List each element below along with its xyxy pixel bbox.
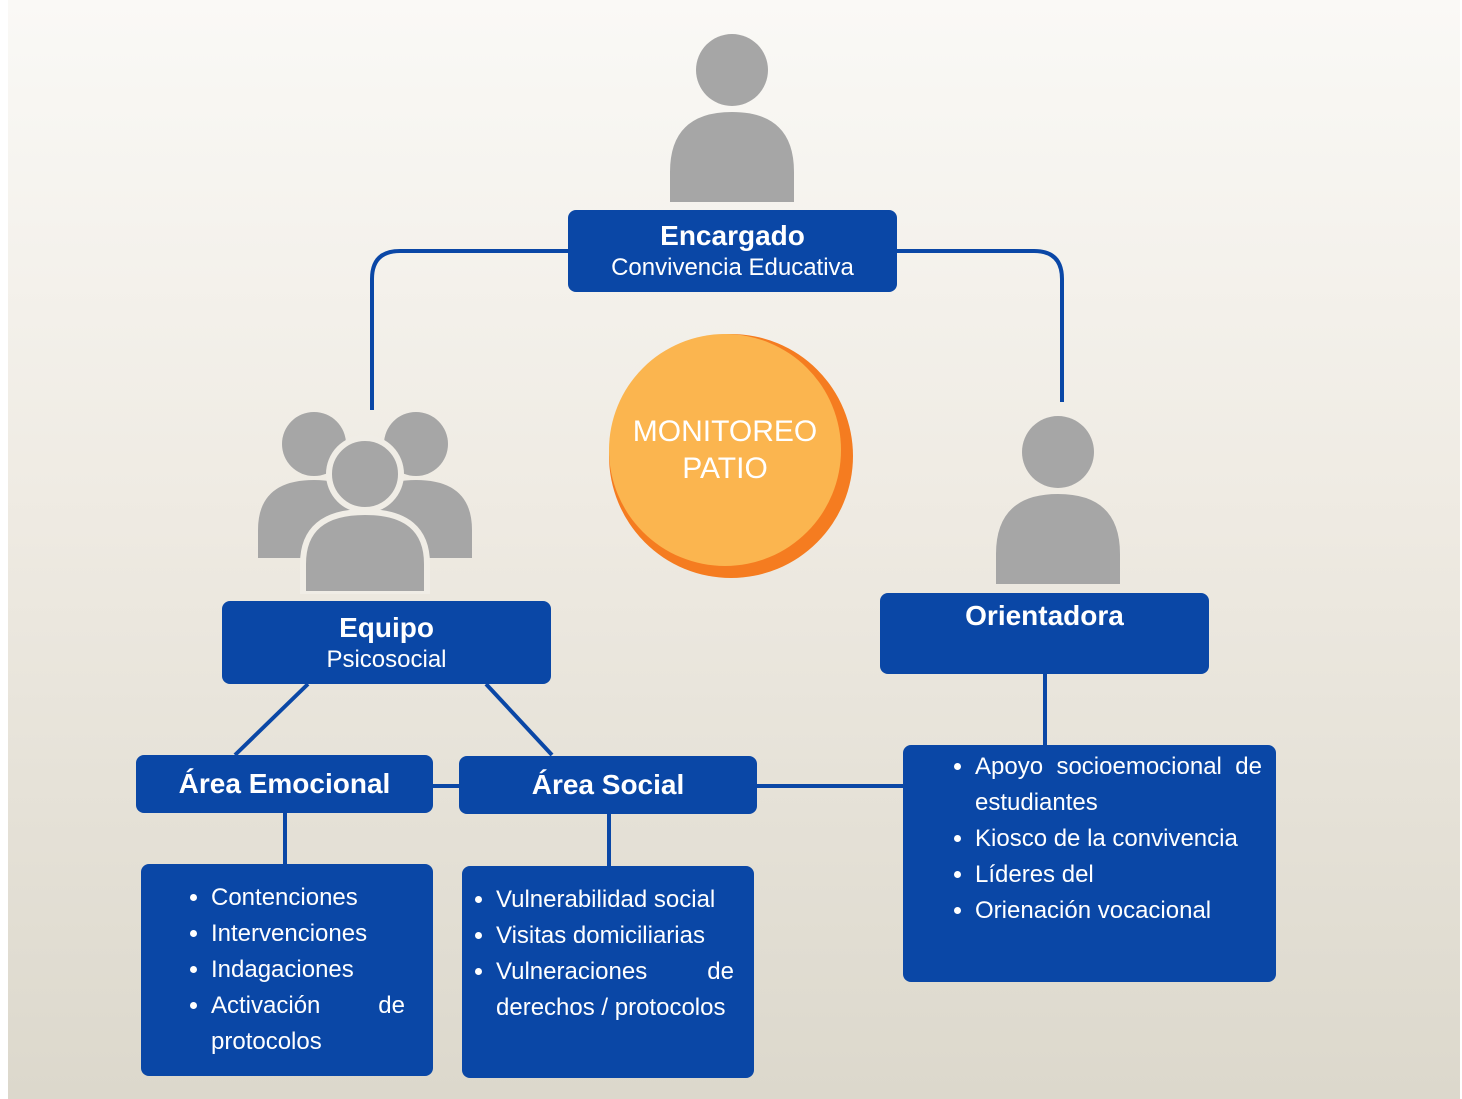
encargado-box: Encargado Convivencia Educativa — [568, 210, 897, 292]
orientadora-box: Orientadora — [880, 593, 1209, 674]
equipo-subtitle: Psicosocial — [326, 645, 447, 673]
orientadora-title: Orientadora — [965, 600, 1124, 631]
monitoreo-patio-circle: MONITOREO PATIO — [609, 334, 853, 578]
list-item: Líderes del — [975, 857, 1262, 893]
list-item: Intervenciones — [211, 916, 405, 952]
area-social-list: Vulnerabilidad social Visitas domiciliar… — [462, 866, 754, 1078]
person-icon — [996, 416, 1120, 584]
monitoreo-patio-label: MONITOREO PATIO — [609, 334, 841, 566]
list-item: Contenciones — [211, 880, 405, 916]
list-item: Vulneraciones de derechos / protocolos — [496, 954, 734, 1026]
area-emocional-box: Área Emocional — [136, 755, 433, 813]
list-item: Activación de protocolos — [211, 988, 405, 1060]
connector-encargado-orientadora — [896, 249, 1064, 402]
orientadora-list: Apoyo socioemocional de estudiantes Kios… — [903, 745, 1276, 982]
list-item: Kiosco de la convivencia — [975, 821, 1262, 857]
monitoreo-line2: PATIO — [682, 452, 768, 485]
area-social-title: Área Social — [531, 769, 685, 800]
connector-equipo-social — [484, 682, 554, 757]
list-item: Indagaciones — [211, 952, 405, 988]
group-icon — [258, 412, 472, 594]
encargado-title: Encargado — [660, 220, 805, 251]
connector-encargado-equipo — [370, 249, 568, 410]
list-item: Apoyo socioemocional de estudiantes — [975, 749, 1262, 821]
equipo-title: Equipo — [339, 611, 434, 643]
equipo-box: Equipo Psicosocial — [222, 601, 551, 684]
list-item: Vulnerabilidad social — [496, 882, 734, 918]
area-emocional-title: Área Emocional — [178, 768, 391, 799]
list-item: Visitas domiciliarias — [496, 918, 734, 954]
encargado-subtitle: Convivencia Educativa — [611, 254, 854, 281]
list-item: Orienación vocacional — [975, 893, 1262, 929]
person-icon — [670, 34, 794, 202]
area-social-box: Área Social — [459, 756, 757, 814]
monitoreo-line1: MONITOREO — [632, 415, 818, 448]
connector-equipo-emocional — [233, 682, 310, 757]
area-emocional-list: Contenciones Intervenciones Indagaciones… — [141, 864, 433, 1076]
